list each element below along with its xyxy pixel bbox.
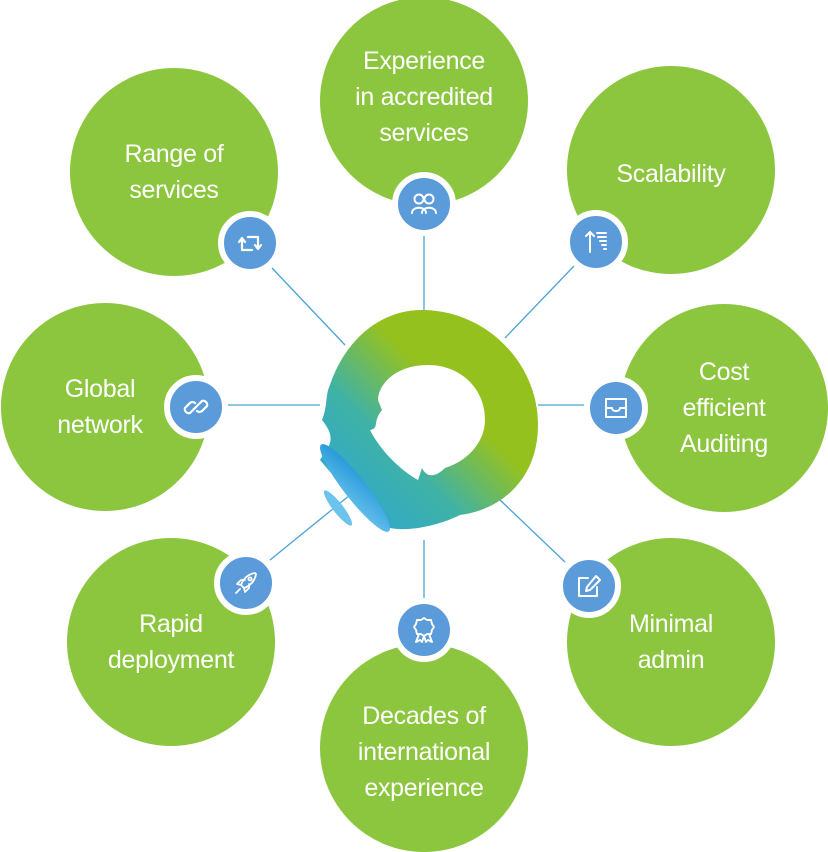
bubble-label: Range of services <box>124 140 224 204</box>
bubble-cost-efficient-auditing: Cost efficient Auditing <box>620 304 828 512</box>
edit-icon <box>578 575 601 597</box>
badge-global-network <box>164 375 228 439</box>
inbox-tray-icon <box>605 398 627 418</box>
repeat-icon <box>237 235 263 252</box>
connector-bottom-right <box>499 499 566 563</box>
sort-ascending-icon <box>585 230 607 253</box>
badge-range-of-services <box>218 211 282 275</box>
ring-logo <box>320 310 538 532</box>
bubble-label: Experience in accredited services <box>355 47 493 147</box>
award-icon <box>413 617 435 643</box>
badge-minimal-admin <box>557 554 621 618</box>
logo-streak-large <box>320 444 390 532</box>
users-icon <box>411 193 437 214</box>
bubble-label: Decades of international experience <box>357 702 491 802</box>
bubble-scalability: Scalability <box>567 66 775 274</box>
badge-scalability <box>564 210 628 274</box>
rocket-icon <box>235 572 257 594</box>
logo-streak-small <box>323 490 353 526</box>
bubble-label: Global network <box>57 375 143 439</box>
badge-experience-accredited <box>392 172 456 236</box>
bubble-decades-experience: Decades of international experience <box>320 644 528 852</box>
badge-cost-efficient-auditing <box>584 376 648 440</box>
bubble-label: Rapid deployment <box>107 610 235 674</box>
connector-top-left <box>271 267 346 346</box>
bubble-label: Scalability <box>616 160 726 188</box>
bubble-label: Minimal admin <box>628 610 714 674</box>
connector-top-right <box>504 265 575 339</box>
bubble-experience-accredited: Experience in accredited services <box>320 0 528 205</box>
badge-rapid-deployment <box>214 551 278 615</box>
link-icon <box>183 399 209 415</box>
badge-decades-experience <box>392 598 456 662</box>
bubble-label: Cost efficient Auditing <box>680 358 768 458</box>
